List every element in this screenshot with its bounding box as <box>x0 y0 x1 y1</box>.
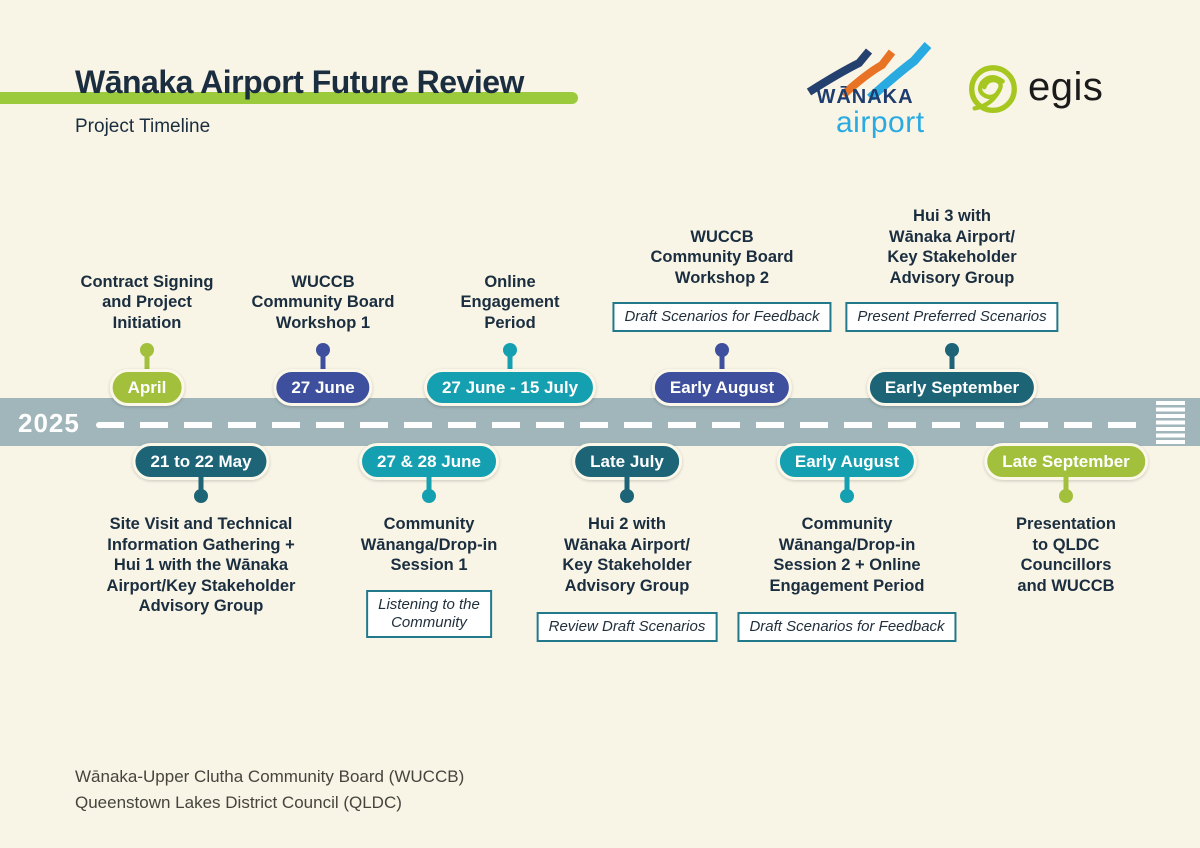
connector-line <box>320 350 326 374</box>
egis-logo-text: egis <box>1028 65 1104 109</box>
egis-e-icon <box>969 65 1017 113</box>
date-pill: April <box>109 369 185 406</box>
event-tag-box: Present Preferred Scenarios <box>845 302 1059 332</box>
year-label: 2025 <box>18 408 80 438</box>
timeline-dot <box>422 489 436 503</box>
date-pill: Early September <box>866 369 1038 406</box>
event-tag-box: Draft Scenarios for Feedback <box>612 302 832 332</box>
wanaka-logo-text: WĀNAKA <box>816 86 914 108</box>
event-title: WUCCB Community Board Workshop 1 <box>251 272 395 332</box>
date-pill: Late July <box>572 443 682 480</box>
timeline-dot <box>840 489 854 503</box>
date-pill: Early August <box>776 443 918 480</box>
event-title: Hui 3 with Wānaka Airport/ Key Stakehold… <box>887 207 1017 287</box>
event-tag-box: Draft Scenarios for Feedback <box>737 612 957 642</box>
airport-logo-text: airport <box>836 106 925 139</box>
date-pill: 27 June - 15 July <box>423 369 597 406</box>
connector-line <box>844 474 850 492</box>
page-title: Wānaka Airport Future Review <box>75 64 524 100</box>
timeline-dashed-line <box>96 422 1148 428</box>
connector-line <box>198 474 204 492</box>
page-subtitle: Project Timeline <box>75 116 211 137</box>
connector-line <box>1063 474 1069 492</box>
event-title: WUCCB Community Board Workshop 2 <box>650 227 794 287</box>
event-title: Contract Signing and Project Initiation <box>80 272 214 332</box>
timeline-dot <box>194 489 208 503</box>
connector-line <box>426 474 432 492</box>
title-underline-bar <box>0 92 578 104</box>
event-title: Site Visit and Technical Information Gat… <box>106 515 296 615</box>
event-title: Hui 2 with Wānaka Airport/ Key Stakehold… <box>562 515 692 595</box>
timeline-dot <box>1059 489 1073 503</box>
date-pill: 27 June <box>273 369 373 406</box>
event-tag-box: Review Draft Scenarios <box>536 612 718 642</box>
event-title: Online Engagement Period <box>460 272 560 332</box>
event-title: Community Wānanga/Drop-in Session 1 <box>360 515 498 574</box>
mountain-swoosh-icon <box>806 42 932 100</box>
footer-line-qldc: Queenstown Lakes District Council (QLDC) <box>75 793 402 812</box>
egis-logo: egis <box>964 62 1134 124</box>
runway-stripes-icon <box>1156 401 1185 446</box>
wanaka-airport-logo: WĀNAKA airport <box>804 40 954 152</box>
event-title: Community Wānanga/Drop-in Session 2 + On… <box>769 515 925 595</box>
footer-line-wuccb: Wānaka-Upper Clutha Community Board (WUC… <box>75 767 465 786</box>
event-title: Presentation to QLDC Councillors and WUC… <box>1016 515 1116 595</box>
connector-line <box>624 474 630 492</box>
timeline-dot <box>620 489 634 503</box>
connector-line <box>949 350 955 374</box>
connector-line <box>507 350 513 374</box>
footer-abbreviations: Wānaka-Upper Clutha Community Board (WUC… <box>75 764 464 816</box>
connector-line <box>719 350 725 374</box>
connector-line <box>144 350 150 374</box>
date-pill: Early August <box>651 369 793 406</box>
event-tag-box: Listening to the Community <box>366 590 492 638</box>
